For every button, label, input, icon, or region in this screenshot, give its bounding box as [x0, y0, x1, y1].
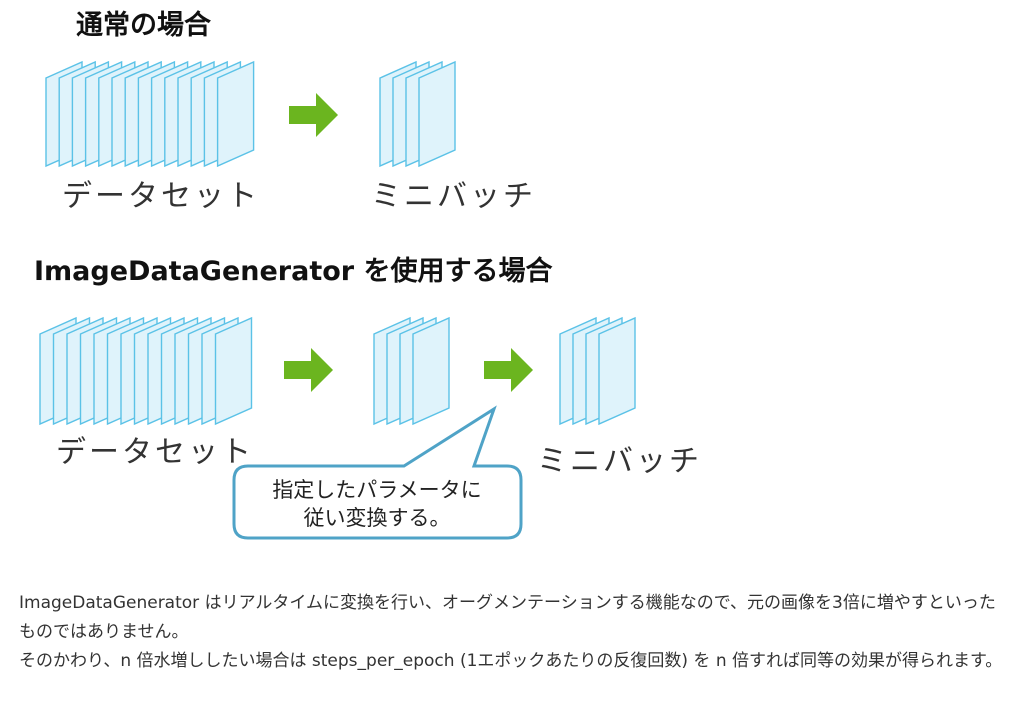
image-sheet [412, 316, 450, 426]
arrow-right-icon [289, 93, 338, 137]
augmentation-diagram: 通常の場合 データセット ミニバッチ ImageDataGenerator を使… [34, 9, 702, 540]
callout-bubble [232, 405, 523, 540]
dataset-image-stack [39, 316, 253, 426]
heading-generator-case: ImageDataGenerator を使用する場合 [34, 255, 553, 287]
minibatch-label: ミニバッチ [537, 444, 702, 479]
minibatch-image-stack [559, 316, 636, 426]
generated-batch-image-stack [373, 316, 450, 426]
minibatch-label: ミニバッチ [371, 179, 536, 214]
arrow-right-icon [484, 348, 533, 392]
image-sheet [214, 316, 253, 426]
dataset-label: データセット [56, 435, 254, 470]
callout-text-line2: 従い変換する。 [304, 506, 451, 530]
image-sheet [216, 60, 255, 168]
explanation-paragraph: ImageDataGenerator はリアルタイムに変換を行い、オーグメンテー… [19, 593, 996, 642]
arrow-right-icon [284, 348, 333, 392]
heading-normal-case: 通常の場合 [76, 9, 211, 41]
dataset-label: データセット [62, 179, 260, 214]
explanation-paragraph: そのかわり、n 倍水増ししたい場合は steps_per_epoch (1エポッ… [19, 651, 1003, 671]
image-sheet [418, 60, 456, 168]
minibatch-image-stack [379, 60, 456, 168]
callout-text-line1: 指定したパラメータに [272, 478, 481, 502]
explanation-text: ImageDataGenerator はリアルタイムに変換を行い、オーグメンテー… [19, 589, 1009, 676]
image-sheet [598, 316, 636, 426]
dataset-image-stack [45, 60, 255, 168]
